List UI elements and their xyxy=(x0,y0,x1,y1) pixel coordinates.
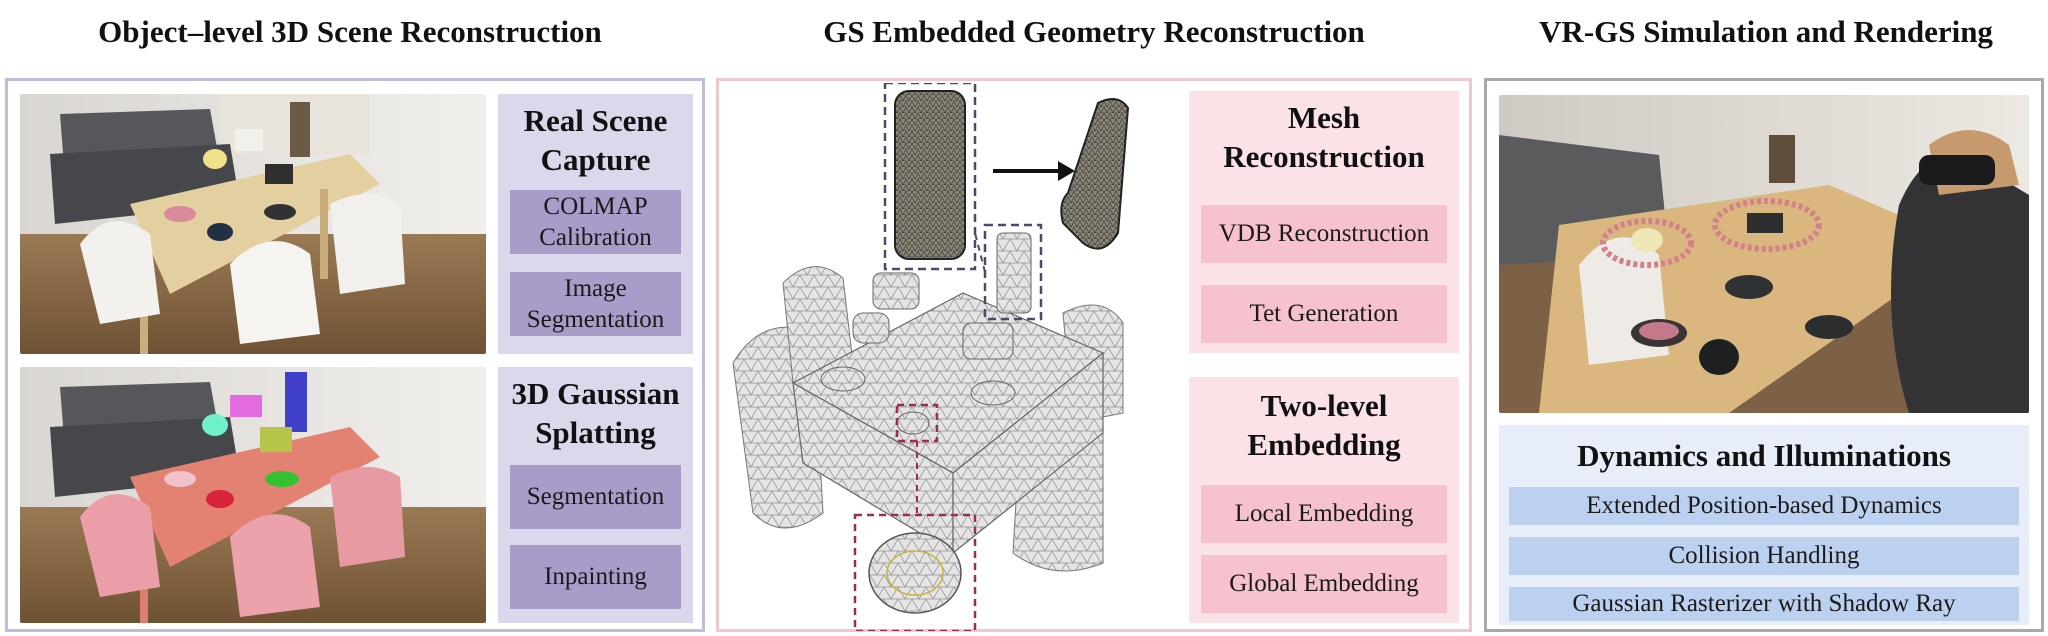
gaussian-splatting-card: 3D Gaussian Splatting Segmentation Inpai… xyxy=(498,367,693,623)
right-column-title: VR-GS Simulation and Rendering xyxy=(1539,14,1993,49)
local-embedding-chip: Local Embedding xyxy=(1201,485,1447,543)
colmap-calibration-chip: COLMAP Calibration xyxy=(510,190,681,254)
real-scene-capture-card: Real Scene Capture COLMAP Calibration Im… xyxy=(498,94,693,354)
dynamics-illuminations-title: Dynamics and Illuminations xyxy=(1577,438,1951,473)
two-level-embedding-title: Two-level Embedding xyxy=(1247,388,1401,462)
extended-pbd-chip: Extended Position-based Dynamics xyxy=(1509,487,2019,525)
collision-handling-chip: Collision Handling xyxy=(1509,537,2019,575)
gaussian-splatting-title: 3D Gaussian Splatting xyxy=(511,376,680,450)
two-level-embedding-card: Two-level Embedding Local Embedding Glob… xyxy=(1189,377,1459,623)
segmented-scene-photo xyxy=(20,367,486,623)
tet-generation-chip: Tet Generation xyxy=(1201,285,1447,343)
middle-column-title: GS Embedded Geometry Reconstruction xyxy=(823,14,1365,49)
dynamics-illuminations-card: Dynamics and Illuminations Extended Posi… xyxy=(1499,425,2029,625)
gaussian-rasterizer-chip: Gaussian Rasterizer with Shadow Ray xyxy=(1509,587,2019,621)
vdb-reconstruction-chip: VDB Reconstruction xyxy=(1201,205,1447,263)
mesh-reconstruction-title: Mesh Reconstruction xyxy=(1223,100,1425,174)
mesh-reconstruction-card: Mesh Reconstruction VDB Reconstruction T… xyxy=(1189,91,1459,353)
segmentation-chip: Segmentation xyxy=(510,465,681,529)
mesh-illustration xyxy=(723,81,1183,633)
real-scene-capture-title: Real Scene Capture xyxy=(523,103,668,177)
real-scene-photo xyxy=(20,94,486,354)
geometry-reconstruction-panel: Mesh Reconstruction VDB Reconstruction T… xyxy=(716,78,1472,633)
inpainting-chip: Inpainting xyxy=(510,545,681,609)
simulation-rendering-panel: Dynamics and Illuminations Extended Posi… xyxy=(1484,78,2044,632)
object-reconstruction-panel: Real Scene Capture COLMAP Calibration Im… xyxy=(5,78,705,632)
image-segmentation-chip: Image Segmentation xyxy=(510,272,681,336)
left-column-title: Object–level 3D Scene Reconstruction xyxy=(98,14,602,49)
global-embedding-chip: Global Embedding xyxy=(1201,555,1447,613)
vr-simulation-photo xyxy=(1499,95,2029,413)
